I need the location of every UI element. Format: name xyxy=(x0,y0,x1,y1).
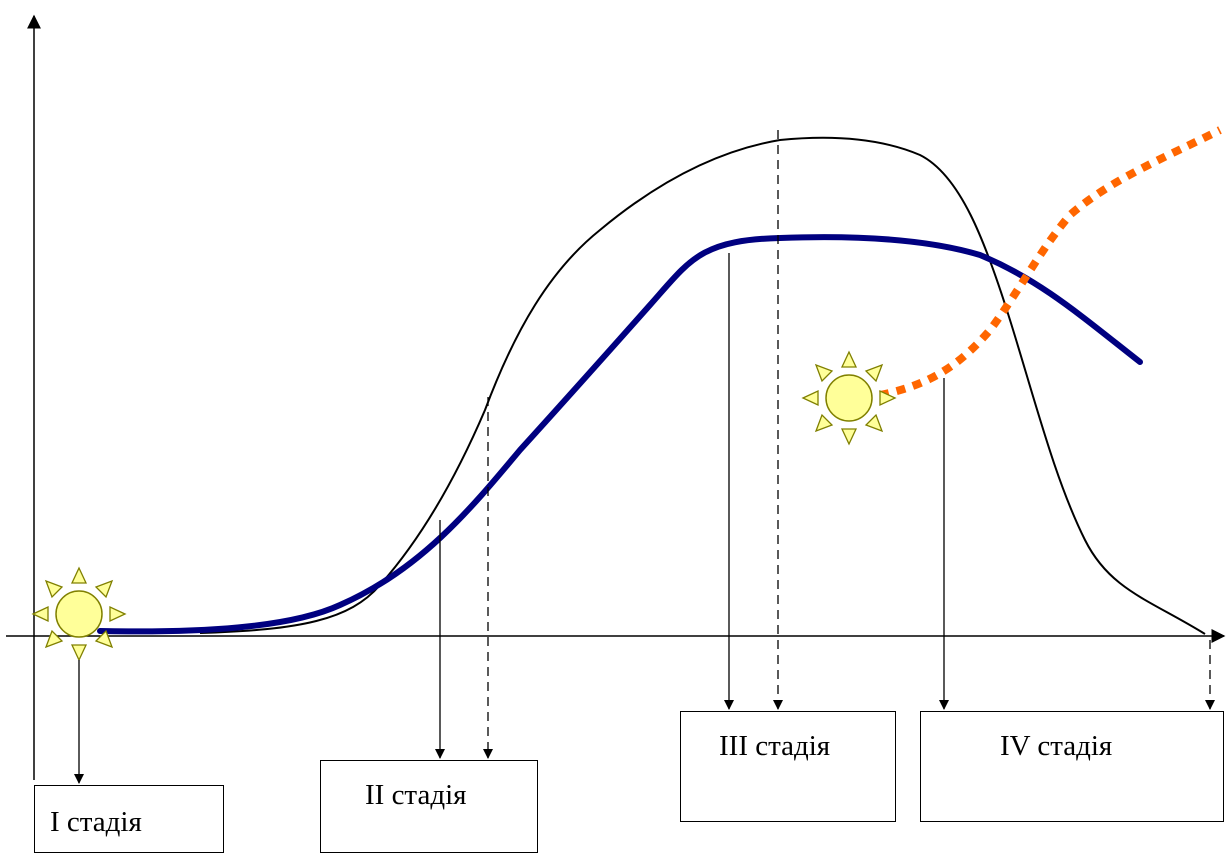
sun-icon xyxy=(32,567,126,661)
stage-4-label: IV стадія xyxy=(1000,730,1113,762)
stage-4-box: IV стадія xyxy=(920,711,1224,822)
thin-curve xyxy=(199,136,1206,635)
thick-curve xyxy=(97,234,1143,635)
stage-2-box: II стадія xyxy=(320,760,538,853)
dotted-curve xyxy=(879,126,1222,399)
stage-1-box: I стадія xyxy=(34,785,224,853)
stage-2-label: II стадія xyxy=(365,779,467,811)
sun-icon xyxy=(802,351,896,445)
stage-3-box: III стадія xyxy=(680,711,896,822)
stage-1-label: I стадія xyxy=(50,806,142,838)
stage-3-label: III стадія xyxy=(719,730,831,762)
